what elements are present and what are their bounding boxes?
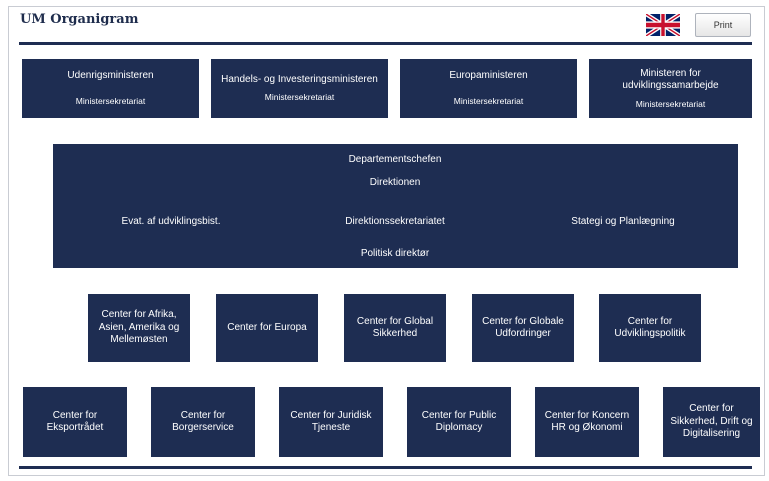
department-head[interactable]: Departementschefen <box>348 154 442 165</box>
minister-title: Handels- og Investeringsministeren <box>221 73 378 85</box>
center-europa[interactable]: Center for Europa <box>216 294 318 362</box>
department-strategy[interactable]: Stategi og Planlægning <box>571 216 675 227</box>
header-divider <box>19 42 752 45</box>
center-label: Center for Borgerservice <box>172 409 234 434</box>
page-title: UM Organigram <box>20 12 139 27</box>
department-evaluation[interactable]: Evat. af udviklingsbist. <box>121 216 221 227</box>
department-board[interactable]: Direktionen <box>369 177 421 188</box>
center-label: Center for Globale Udfordringer <box>482 315 564 340</box>
center-globale-udfordringer[interactable]: Center for Globale Udfordringer <box>472 294 574 362</box>
department-political-director[interactable]: Politisk direktør <box>360 248 430 259</box>
center-afrika-asien-amerika[interactable]: Center for Afrika, Asien, Amerika og Mel… <box>88 294 190 362</box>
department-block[interactable]: Departementschefen Direktionen Evat. af … <box>53 144 738 268</box>
center-label: Center for Udviklingspolitik <box>614 315 686 340</box>
center-sikkerhed-drift-digitalisering[interactable]: Center for Sikkerhed, Drift og Digitalis… <box>663 387 760 457</box>
center-borgerservice[interactable]: Center for Borgerservice <box>151 387 255 457</box>
minister-box-handel[interactable]: Handels- og Investeringsministeren Minis… <box>211 59 388 118</box>
center-udviklingspolitik[interactable]: Center for Udviklingspolitik <box>599 294 701 362</box>
uk-flag-icon[interactable] <box>646 14 680 36</box>
center-label: Center for Juridisk Tjeneste <box>290 409 372 434</box>
center-juridisk-tjeneste[interactable]: Center for Juridisk Tjeneste <box>279 387 383 457</box>
center-label: Center for Koncern HR og Økonomi <box>544 409 630 434</box>
center-koncern-hr-oekonomi[interactable]: Center for Koncern HR og Økonomi <box>535 387 639 457</box>
center-label: Center for Public Diplomacy <box>421 409 497 434</box>
center-global-sikkerhed[interactable]: Center for Global Sikkerhed <box>344 294 446 362</box>
center-label: Center for Europa <box>227 321 307 333</box>
department-secretariat[interactable]: Direktionssekretariatet <box>345 216 445 227</box>
print-button[interactable]: Print <box>695 13 751 37</box>
minister-title: Europaministeren <box>449 69 528 81</box>
center-label: Center for Eksportrådet <box>46 409 104 434</box>
minister-secretariat: Ministersekretariat <box>453 96 524 107</box>
center-eksportraadet[interactable]: Center for Eksportrådet <box>23 387 127 457</box>
minister-title: Udenrigsministeren <box>67 69 154 81</box>
minister-secretariat: Ministersekretariat <box>635 98 706 109</box>
minister-box-udvikling[interactable]: Ministeren for udviklingssamarbejde Mini… <box>589 59 752 118</box>
minister-secretariat: Ministersekretariat <box>264 92 335 103</box>
minister-box-udenrigs[interactable]: Udenrigsministeren Ministersekretariat <box>22 59 199 118</box>
center-label: Center for Afrika, Asien, Amerika og Mel… <box>98 309 180 346</box>
center-public-diplomacy[interactable]: Center for Public Diplomacy <box>407 387 511 457</box>
center-label: Center for Global Sikkerhed <box>356 315 434 340</box>
minister-box-europa[interactable]: Europaministeren Ministersekretariat <box>400 59 577 118</box>
center-label: Center for Sikkerhed, Drift og Digitalis… <box>670 403 753 440</box>
footer-divider <box>19 466 752 469</box>
minister-secretariat: Ministersekretariat <box>75 96 146 107</box>
minister-title: Ministeren for udviklingssamarbejde <box>622 67 719 92</box>
